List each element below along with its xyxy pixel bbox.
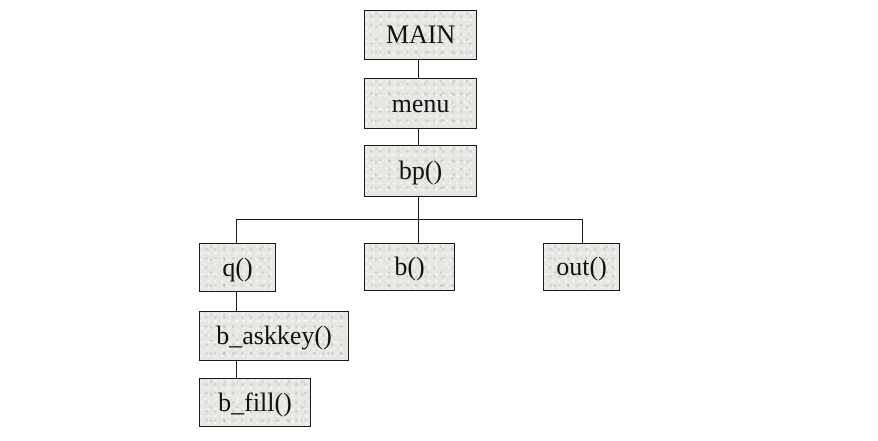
node-b-label: b() [394, 252, 425, 281]
node-askkey-label: b_askkey() [216, 321, 332, 350]
node-b: b() [364, 243, 455, 291]
node-q-label: q() [222, 252, 253, 282]
node-bp: bp() [364, 145, 477, 197]
node-fill: b_fill() [199, 378, 311, 427]
node-main: MAIN [364, 10, 477, 60]
node-out-label: out() [556, 252, 607, 281]
node-menu-label: menu [391, 88, 450, 118]
node-fill-label: b_fill() [218, 387, 292, 417]
node-menu: menu [364, 78, 477, 129]
node-main-label: MAIN [385, 20, 456, 49]
node-bp-label: bp() [398, 156, 443, 185]
node-out: out() [543, 243, 620, 291]
node-q: q() [199, 243, 276, 292]
node-askkey: b_askkey() [199, 311, 349, 361]
